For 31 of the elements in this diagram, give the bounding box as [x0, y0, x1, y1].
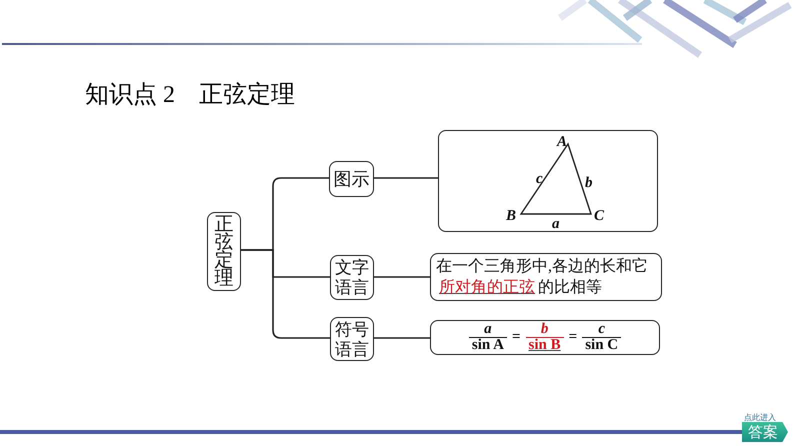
title: 知识点 2 正弦定理: [85, 80, 295, 110]
branch-box: 图示: [329, 161, 374, 197]
vertex-label: B: [506, 209, 516, 224]
description-box: [430, 253, 662, 301]
vertex-label: A: [557, 135, 568, 150]
topic-box: 正弦定理: [207, 212, 241, 291]
highlighted-phrase: 所对角的正弦: [439, 279, 535, 296]
side-label: c: [536, 172, 543, 187]
sentence-text: 的比相等: [538, 279, 602, 296]
branch-box: 符号语言: [330, 317, 374, 361]
branch-box: 文字语言: [330, 255, 374, 300]
connector-line: [374, 177, 438, 179]
side-label: a: [552, 217, 560, 232]
button-caption: 点此进入: [744, 412, 776, 423]
numerator: c: [598, 322, 605, 337]
numerator: a: [484, 322, 492, 337]
answer-button: 答案: [742, 422, 788, 442]
connector-line: [374, 276, 430, 278]
sentence-text: 在一个三角形中,各边的长和它: [436, 258, 648, 275]
denominator: sin C: [582, 337, 622, 353]
vertex-label: C: [594, 209, 604, 224]
equals-sign: =: [512, 329, 521, 346]
denominator: sin B: [526, 337, 564, 353]
denominator: sin A: [468, 337, 507, 353]
numerator: b: [540, 322, 548, 337]
equals-sign: =: [568, 329, 578, 346]
formula-box: [430, 320, 660, 355]
side-label: b: [585, 176, 592, 191]
connector-line: [374, 337, 430, 339]
connector-line: [241, 249, 330, 339]
diagram-box: [438, 130, 658, 232]
